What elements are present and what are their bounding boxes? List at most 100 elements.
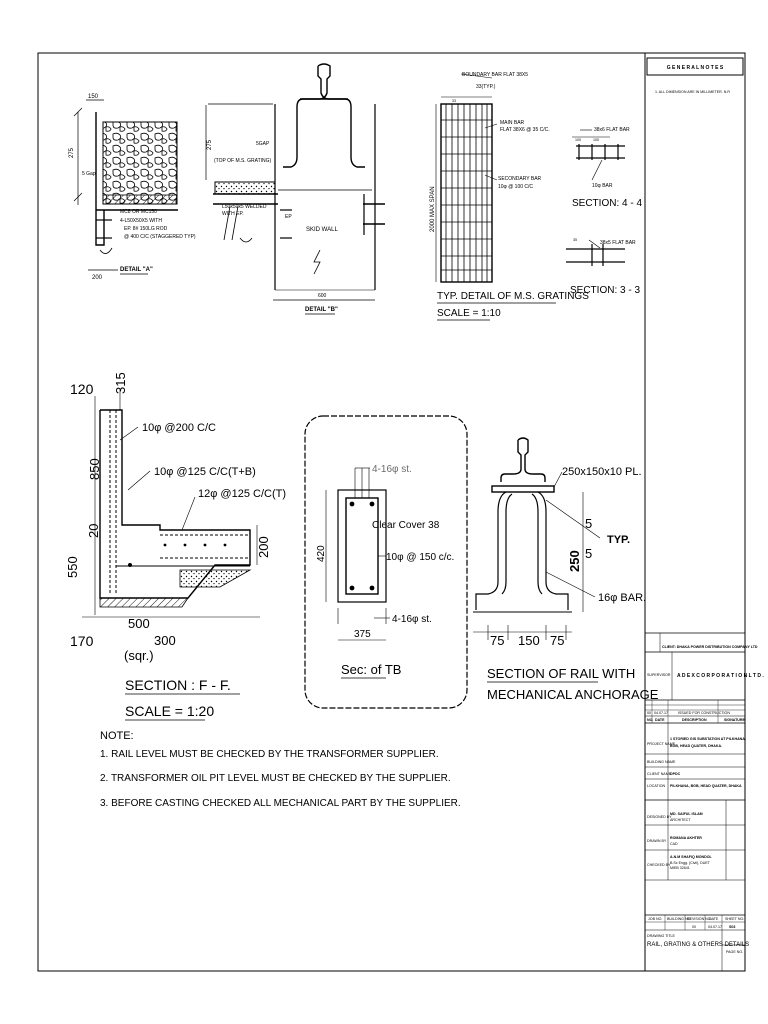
tb-v-revision: 00	[692, 925, 696, 929]
ff-d850: 850	[87, 458, 102, 480]
tb-rev-no: 00	[647, 711, 651, 715]
rail-b1: 75	[490, 633, 504, 648]
tb-cover: Clear Cover 38	[372, 520, 440, 531]
detail-b-ep: EP	[285, 214, 292, 220]
tb-rev-date: 04.07.17	[654, 711, 668, 715]
tb-h-job: JOB NO.	[648, 917, 662, 921]
rail-b3: 75	[550, 633, 564, 648]
ff-d550: 550	[65, 556, 80, 578]
tb-project-2: BGB, HEAD QUATER, DHAKA.	[670, 744, 722, 748]
tb-height: 420	[316, 545, 327, 562]
ff-bar1: 10φ @200 C/C	[142, 422, 216, 434]
sheet-border	[37, 52, 746, 972]
rail-title-1: SECTION OF RAIL WITH	[487, 666, 635, 681]
ff-d200: 200	[256, 536, 271, 558]
detail-a-dim-top: 150	[88, 94, 99, 100]
grating-main-2: FLAT 38X6 @ 35 C/C.	[500, 127, 550, 133]
tb-checked-label: CHECKED BY	[647, 863, 671, 867]
tb-checker-role-1: B.Sc Engg. (Civil), DUET	[670, 861, 711, 865]
rail-section: 250x150x10 PL. 5 5 TYP. 250 16φ BAR. 75 …	[473, 437, 659, 702]
grating-sec-1: SECONDARY BAR	[498, 176, 542, 182]
detail-b-skid: SKID WALL	[306, 227, 338, 233]
tb-cloud	[304, 415, 468, 709]
tb-client-label: CLIENT NAME	[647, 772, 672, 776]
tb-v-date: 04.07.17	[708, 925, 722, 929]
detail-a-mc: MC8 OR MC150	[120, 209, 157, 215]
rail-b2: 150	[518, 633, 540, 648]
tb-drawer: ROMANA AKHTER	[670, 836, 702, 840]
detail-b: 275 5GAP (TOP OF M.S. GRATING) L50x50x5 …	[205, 63, 385, 315]
s44-flat: 38x6 FLAT BAR	[594, 127, 630, 133]
note-1: 1. RAIL LEVEL MUST BE CHECKED BY THE TRA…	[100, 749, 439, 760]
general-notes-panel: G E N E R A L N O T E S 1. ALL DIMENSION…	[646, 57, 744, 94]
tb-project-1: 1 STORIED GIS SUBSTATION AT PILKHANA,	[670, 737, 746, 741]
tb-stirrup-label: 10φ @ 150 c/c.	[386, 552, 454, 563]
tb-drawing-title-label: DRAWING TITLE	[647, 934, 676, 938]
rail-plate: 250x150x10 PL.	[562, 466, 642, 478]
tb-page-no: PAGE NO.	[726, 950, 743, 954]
tb-bottom: 4-16φ st.	[392, 614, 432, 625]
rail-w1: 5	[585, 516, 592, 531]
tb-designer-role: ARCHITECT	[670, 818, 691, 822]
s44-d2: 100	[593, 138, 599, 142]
detail-b-dim-side: 275	[207, 139, 213, 150]
note-2: 2. TRANSFORMER OIL PIT LEVEL MUST BE CHE…	[100, 773, 451, 784]
section-3-3: 35 38x5 FLAT BAR SECTION: 3 - 3	[566, 238, 640, 296]
ff-d170: 170	[70, 633, 94, 649]
detail-a-gap: 5 Gap	[82, 171, 96, 177]
tb-col-desc: DESCRIPTION	[682, 718, 707, 722]
tb-location: PILKHANA, BGB, HEAD QUATER, DHAKA	[670, 784, 742, 788]
rail-profile	[283, 63, 365, 168]
rail-w2: 5	[585, 546, 592, 561]
base-plate	[491, 485, 555, 493]
tb-project-label: PROJECT NAME	[647, 742, 676, 746]
detail-a-label3: @ 400 C/C (STAGGERED TYP)	[124, 234, 196, 240]
general-notes-title: G E N E R A L N O T E S	[667, 65, 724, 71]
tb-v-sheet: S03	[729, 925, 735, 929]
tb-location-label: LOCATION	[647, 784, 666, 788]
ff-scale: SCALE = 1:20	[125, 703, 214, 719]
rail-head	[500, 437, 546, 482]
tb-building-label: BUILDING NAME	[647, 760, 676, 764]
notes-heading: NOTE:	[100, 730, 134, 742]
ff-d20: 20	[86, 524, 101, 538]
ff-d315: 315	[113, 372, 128, 394]
tb-checker: A.N.M SHAFIQ MONDOL	[670, 855, 713, 859]
ff-bar2: 10φ @125 C/C(T+B)	[154, 466, 256, 478]
tb-client-name: DPDC	[670, 772, 681, 776]
stone-fill	[102, 121, 178, 205]
detail-b-top-label: (TOP OF M.S. GRATING)	[214, 158, 272, 164]
tb-rev-desc: ISSUED FOR CONSTRUCTION	[678, 711, 730, 715]
ff-d300: 300	[154, 633, 176, 648]
ff-title: SECTION : F - F.	[125, 677, 231, 693]
detail-a-dim-bottom: 200	[92, 275, 103, 281]
grating-boundary-1: BOUNDARY BAR FLAT 38X5	[462, 72, 528, 78]
notes: NOTE: 1. RAIL LEVEL MUST BE CHECKED BY T…	[100, 730, 461, 809]
grating-detail: BOUNDARY BAR FLAT 38X5 33(TYP.) 33 MAIN …	[430, 72, 589, 321]
detail-b-angle2: WITH EP.	[222, 211, 244, 217]
tb-width: 375	[354, 629, 371, 640]
rail-typ: TYP.	[607, 534, 630, 546]
ff-sqr: (sqr.)	[124, 648, 154, 663]
tb-checker-role-2: MIEB 32641	[670, 866, 690, 870]
tb-drawer-role: CAD	[670, 842, 678, 846]
detail-a-title: DETAIL "A"	[120, 267, 153, 273]
rail-h: 250	[567, 550, 582, 572]
rail-title-2: MECHANICAL ANCHORAGE	[487, 687, 659, 702]
tb-h-date: DATE	[709, 917, 719, 921]
tb-designer: MD. SAIFUL ISLAM	[670, 812, 703, 816]
tb-col-sign: SIGNATURE	[724, 718, 746, 722]
section-4-4: 38x6 FLAT BAR 100 100 10φ BAR SECTION: 4…	[572, 127, 642, 209]
tb-col-no: NO.	[647, 718, 653, 722]
s44-title: SECTION: 4 - 4	[572, 198, 642, 209]
s33-title: SECTION: 3 - 3	[570, 285, 640, 296]
tb-stirrup	[345, 497, 379, 595]
section-tb: 4-16φ st. Clear Cover 38 10φ @ 150 c/c. …	[304, 415, 468, 709]
detail-a: 150 275 5 Gap MC8 OR MC150 4-L50X50X5 WI…	[69, 94, 196, 281]
tb-designed-label: DESIGNED BY	[647, 815, 672, 819]
anchor-bar	[475, 491, 569, 610]
rail-bar: 16φ BAR.	[598, 592, 646, 604]
grating-boundary-2: 33(TYP.)	[476, 84, 496, 90]
tb-company: A D E X C O R P O R A T I O N L T D .	[677, 673, 764, 679]
detail-a-label1: 4-L50X50X5 WITH	[120, 218, 162, 224]
